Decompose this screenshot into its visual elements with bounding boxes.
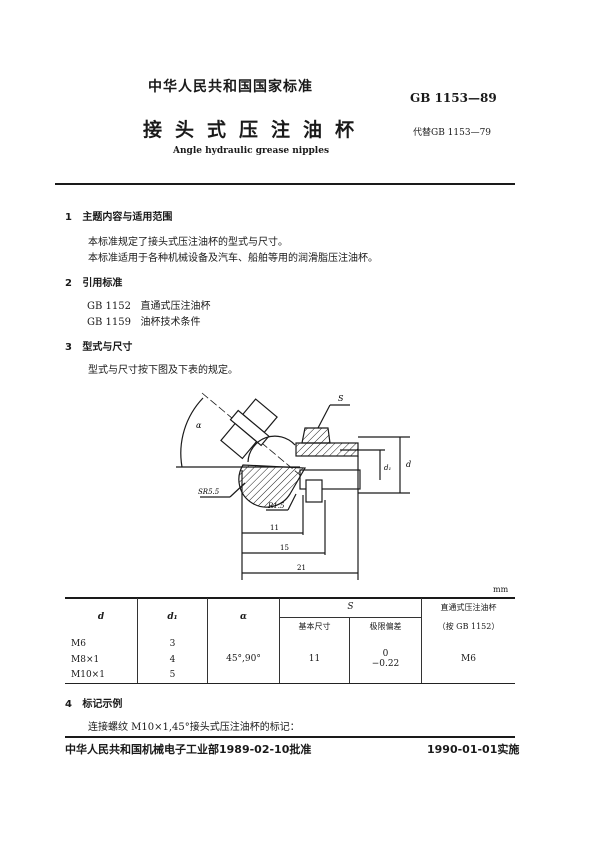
section-number: 4 (65, 699, 72, 710)
d-label: d (406, 460, 411, 469)
ball-body (238, 464, 307, 508)
header-rule (55, 183, 515, 185)
page-title: 接头式压注油杯 (143, 119, 368, 141)
reference-code: GB 1152 (87, 301, 131, 312)
unit-label: mm (493, 585, 509, 594)
section-2-heading: 2 引用标准 (65, 274, 122, 289)
cell-d1: 4 (137, 652, 208, 667)
section-1-heading: 1 主题内容与适用范围 (65, 208, 172, 223)
s-label: S (338, 394, 344, 403)
sr-label: SR5.5 (198, 488, 220, 496)
section-3-heading: 3 型式与尺寸 (65, 338, 132, 353)
tolerance-upper: 0 (382, 649, 389, 660)
paragraph: 本标准适用于各种机械设备及汽车、船舶等用的润滑脂压注油杯。 (88, 253, 378, 264)
tolerance-lower: −0.22 (371, 659, 400, 670)
table-top-rule (65, 597, 515, 599)
reference-code: GB 1159 (87, 317, 131, 328)
cell-s-tolerance: 0−0.22 (349, 636, 422, 684)
d1-label: d₁ (384, 464, 391, 472)
header-s: S (279, 598, 422, 618)
axis-line (201, 392, 301, 476)
cell-s-basic: 11 (279, 636, 350, 684)
effective-date: 1990-01-01实施 (427, 743, 520, 756)
section-number: 2 (65, 278, 72, 289)
reference-item: GB 1152 直通式压注油杯 (87, 297, 211, 312)
section-number: 3 (65, 342, 72, 353)
section-title: 主题内容与适用范围 (82, 212, 173, 223)
section-title: 引用标准 (82, 278, 123, 289)
hex-body (301, 427, 331, 444)
cell-d: M8×1 (65, 652, 138, 667)
dim-11: 11 (270, 524, 279, 532)
header-s-basic: 基本尺寸 (279, 617, 350, 636)
header-ref: 直通式压注油杯 (440, 603, 497, 612)
header-alpha: α (207, 598, 280, 636)
header-d: d (65, 598, 138, 636)
issuing-org: 中华人民共和国国家标准 (148, 79, 313, 95)
standard-number: GB 1153—89 (410, 91, 497, 105)
section-number: 1 (65, 212, 72, 223)
paragraph: 连接螺纹 M10×1,45°接头式压注油杯的标记： (88, 722, 300, 733)
cell-ref: M6 (421, 636, 515, 684)
cell-d: M10×1 (65, 667, 138, 684)
table-row: M8×1 4 (65, 652, 515, 667)
section-title: 标记示例 (82, 699, 123, 710)
replaces-note: 代替GB 1153—79 (413, 128, 492, 138)
angle-arc (180, 397, 204, 468)
section-4-heading: 4 标记示例 (65, 695, 122, 710)
nipple-head (220, 398, 278, 460)
dim-15: 15 (280, 544, 289, 552)
section-title: 型式与尺寸 (82, 342, 133, 353)
header-s-tolerance: 极限偏差 (349, 617, 422, 636)
r-label: R1.5 (267, 502, 285, 510)
header-ref-note: （按 GB 1152） (437, 622, 500, 631)
dimensions-table: d d₁ α S 直通式压注油杯 基本尺寸 极限偏差 （按 GB 1152） M… (65, 598, 515, 684)
table-row: M6 3 45°,90° 11 0−0.22 M6 (65, 636, 515, 684)
reference-name: 直通式压注油杯 (140, 301, 211, 312)
reference-name: 油杯技术条件 (140, 317, 201, 328)
header-d1: d₁ (137, 598, 208, 636)
english-title: Angle hydraulic grease nipples (173, 146, 330, 156)
paragraph: 型式与尺寸按下图及下表的规定。 (88, 365, 238, 376)
cell-d: M6 (65, 636, 138, 652)
footer-rule (65, 736, 515, 738)
cell-d1: 5 (137, 667, 208, 684)
reference-item: GB 1159 油杯技术条件 (87, 313, 201, 328)
alpha-label: α (196, 421, 202, 430)
cell-d1: 3 (137, 636, 208, 652)
dim-21: 21 (297, 564, 306, 572)
table-row: M10×1 5 (65, 667, 515, 684)
paragraph: 本标准规定了接头式压注油杯的型式与尺寸。 (88, 237, 288, 248)
cell-alpha: 45°,90° (207, 636, 280, 684)
approval-note: 中华人民共和国机械电子工业部1989-02-10批准 (65, 743, 312, 756)
